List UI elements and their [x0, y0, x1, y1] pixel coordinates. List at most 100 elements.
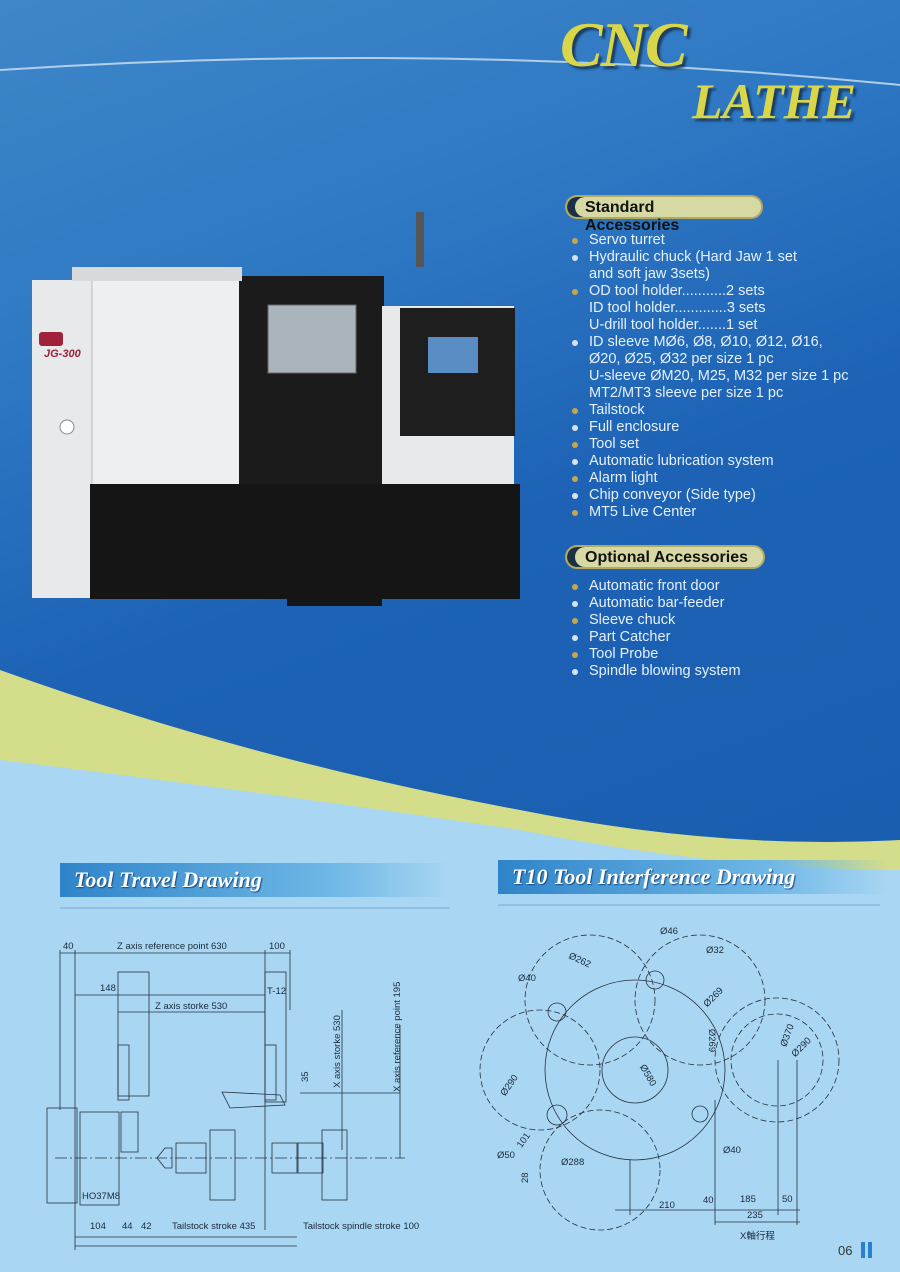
accessory-text: Alarm light: [589, 470, 658, 486]
accessory-text: Spindle blowing system: [589, 663, 741, 679]
bullet-icon: [572, 459, 578, 465]
accessory-text: Automatic lubrication system: [589, 453, 774, 469]
accessory-text: OD tool holder...........2 sets: [589, 283, 765, 299]
label-chuck: HO37M8: [82, 1191, 121, 1202]
accessory-text: Servo turret: [589, 232, 665, 248]
page-marker: [868, 1242, 872, 1258]
accessory-text: Tool Probe: [589, 646, 659, 662]
title-cnc: CNC: [560, 9, 688, 80]
dim-d269-side: Ø269: [706, 1028, 718, 1053]
dim-210: 210: [659, 1200, 675, 1211]
bullet-icon: [572, 601, 578, 607]
bullet-icon: [572, 425, 578, 431]
label-t12: T-12: [267, 986, 287, 997]
standard-accessory-item: MT5 Live Center: [572, 504, 849, 521]
optional-accessory-item: Sleeve chuck: [572, 612, 741, 629]
dim-35: 35: [300, 1071, 311, 1082]
dim-z-stroke: Z axis storke 530: [155, 1001, 228, 1012]
dim-50: 50: [782, 1194, 793, 1205]
standard-accessory-item: Full enclosure: [572, 419, 849, 436]
bullet-icon: [572, 340, 578, 346]
dim-28: 28: [520, 1172, 531, 1183]
bullet-icon: [572, 669, 578, 675]
model-label: JG-300: [44, 348, 81, 360]
standard-accessory-item: Tailstock: [572, 402, 849, 419]
accessory-text: Tailstock: [589, 402, 645, 418]
dim-d46: Ø46: [660, 926, 678, 937]
standard-accessory-item: Servo turret: [572, 232, 849, 249]
optional-accessory-item: Part Catcher: [572, 629, 741, 646]
accessory-text: U-sleeve ØM20, M25, M32 per size 1 pc: [589, 368, 849, 384]
bullet-icon: [572, 238, 578, 244]
title-lathe: LATHE: [692, 73, 856, 129]
dim-x-reference: X axis reference point 195: [392, 981, 403, 1092]
interference-heading: T10 Tool Interference Drawing: [498, 860, 888, 894]
accessory-text: U-drill tool holder.......1 set: [589, 317, 758, 333]
dim-tailstock-stroke: Tailstock stroke 435: [172, 1221, 256, 1232]
accessory-text: Hydraulic chuck (Hard Jaw 1 set: [589, 249, 797, 265]
dim-235: 235: [747, 1210, 763, 1221]
optional-accessory-item: Automatic bar-feeder: [572, 595, 741, 612]
bullet-icon: [572, 442, 578, 448]
bullet-icon: [572, 476, 578, 482]
bullet-icon: [572, 652, 578, 658]
accessory-text: Full enclosure: [589, 419, 680, 435]
brand-logo: [39, 332, 63, 346]
dim-d40-top: Ø40: [518, 973, 536, 984]
accessory-text: Automatic front door: [589, 578, 720, 594]
dim-40: 40: [703, 1195, 714, 1206]
dim-z-reference: Z axis reference point 630: [117, 941, 227, 952]
page-number: 06: [838, 1243, 853, 1258]
dim-d32: Ø32: [706, 945, 724, 956]
accessory-text: Chip conveyor (Side type): [589, 487, 756, 503]
standard-accessory-item: Chip conveyor (Side type): [572, 487, 849, 504]
bullet-icon: [572, 584, 578, 590]
accessory-text: Part Catcher: [589, 629, 671, 645]
bullet-icon: [572, 618, 578, 624]
bullet-icon: [572, 255, 578, 261]
accessory-text: Sleeve chuck: [589, 612, 676, 628]
accessory-text: Tool set: [589, 436, 639, 452]
dim-40: 40: [63, 941, 74, 952]
accessory-text: ID sleeve MØ6, Ø8, Ø10, Ø12, Ø16,: [589, 334, 823, 350]
tool-travel-heading: Tool Travel Drawing: [60, 863, 450, 897]
dim-100: 100: [269, 941, 285, 952]
standard-accessory-item: ID sleeve MØ6, Ø8, Ø10, Ø12, Ø16,Ø20, Ø2…: [572, 334, 849, 402]
optional-accessory-item: Automatic front door: [572, 578, 741, 595]
bullet-icon: [572, 493, 578, 499]
label-x-travel: X軸行程: [740, 1231, 775, 1242]
standard-accessory-item: Alarm light: [572, 470, 849, 487]
dim-d40-bottom: Ø40: [723, 1145, 741, 1156]
accessory-text: MT2/MT3 sleeve per size 1 pc: [589, 385, 784, 401]
dim-148: 148: [100, 983, 116, 994]
dim-tailstock-spindle: Tailstock spindle stroke 100: [303, 1221, 420, 1232]
optional-accessory-item: Tool Probe: [572, 646, 741, 663]
accessory-text: ID tool holder.............3 sets: [589, 300, 766, 316]
optional-accessory-item: Spindle blowing system: [572, 663, 741, 680]
machine-image: JG-300: [32, 212, 527, 607]
dim-42: 42: [141, 1221, 152, 1232]
bullet-icon: [572, 289, 578, 295]
accessory-text: MT5 Live Center: [589, 504, 697, 520]
dim-d288: Ø288: [561, 1157, 585, 1168]
accessory-text: and soft jaw 3sets): [589, 266, 710, 282]
optional-accessories-heading: Optional Accessories: [565, 545, 765, 569]
page-marker: [861, 1242, 865, 1258]
standard-accessories-heading: Standard Accessories: [565, 195, 763, 234]
accessory-text: Ø20, Ø25, Ø32 per size 1 pc: [589, 351, 774, 367]
dim-104: 104: [90, 1221, 106, 1232]
dim-x-stroke: X axis storke 530: [332, 1015, 343, 1088]
standard-accessory-item: Tool set: [572, 436, 849, 453]
dim-44: 44: [122, 1221, 133, 1232]
accessory-text: Automatic bar-feeder: [589, 595, 725, 611]
bullet-icon: [572, 510, 578, 516]
bullet-icon: [572, 635, 578, 641]
dim-d50: Ø50: [497, 1150, 515, 1161]
bullet-icon: [572, 408, 578, 414]
dim-185: 185: [740, 1194, 756, 1205]
